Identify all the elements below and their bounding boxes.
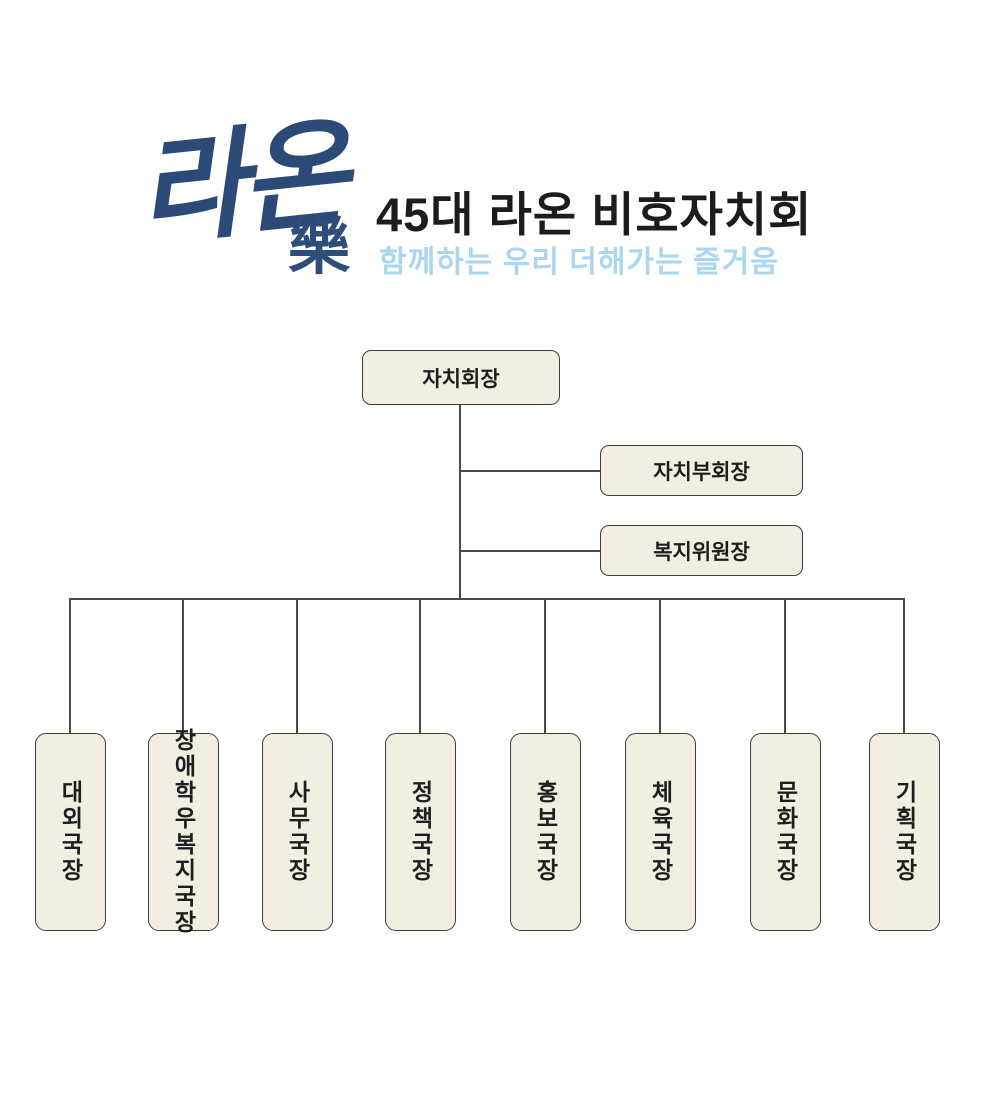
department-label: 체육국장 xyxy=(647,780,674,884)
connector-horizontal-bus xyxy=(70,598,905,600)
department-node: 홍보국장 xyxy=(510,733,581,931)
department-label: 문화국장 xyxy=(772,780,799,884)
connector-stem-dept-7 xyxy=(784,598,786,734)
node-vice-president-label: 자치부회장 xyxy=(653,460,750,484)
department-node: 대외국장 xyxy=(35,733,106,931)
page-subtitle: 함께하는 우리 더해가는 즐거움 xyxy=(379,246,779,279)
node-president-label: 자치회장 xyxy=(422,367,500,391)
department-node: 장애학우복지국장 xyxy=(148,728,219,936)
connector-branch-vice-president xyxy=(459,470,601,472)
department-label: 장애학우복지국장 xyxy=(170,728,197,936)
node-president: 자치회장 xyxy=(362,350,560,405)
department-label: 홍보국장 xyxy=(532,780,559,884)
connector-stem-dept-6 xyxy=(659,598,661,734)
node-welfare-chair-label: 복지위원장 xyxy=(653,540,750,564)
connector-stem-dept-2 xyxy=(182,598,184,734)
department-node: 체육국장 xyxy=(625,733,696,931)
logo-rak-seal-icon: 樂 xyxy=(288,210,351,283)
department-label: 사무국장 xyxy=(284,780,311,884)
department-label: 정책국장 xyxy=(407,780,434,884)
connector-branch-welfare-chair xyxy=(459,550,601,552)
connector-root-stem xyxy=(459,404,461,599)
node-vice-president: 자치부회장 xyxy=(600,445,803,496)
page-title: 45대 라온 비호자치회 xyxy=(376,188,813,241)
connector-stem-dept-5 xyxy=(544,598,546,734)
node-welfare-chair: 복지위원장 xyxy=(600,525,803,576)
connector-stem-dept-1 xyxy=(69,598,71,734)
department-node: 사무국장 xyxy=(262,733,333,931)
connector-stem-dept-8 xyxy=(903,598,905,734)
connector-stem-dept-3 xyxy=(296,598,298,734)
department-node: 기획국장 xyxy=(869,733,940,931)
connector-stem-dept-4 xyxy=(419,598,421,734)
department-label: 기획국장 xyxy=(891,780,918,884)
department-label: 대외국장 xyxy=(57,780,84,884)
department-node: 문화국장 xyxy=(750,733,821,931)
department-node: 정책국장 xyxy=(385,733,456,931)
